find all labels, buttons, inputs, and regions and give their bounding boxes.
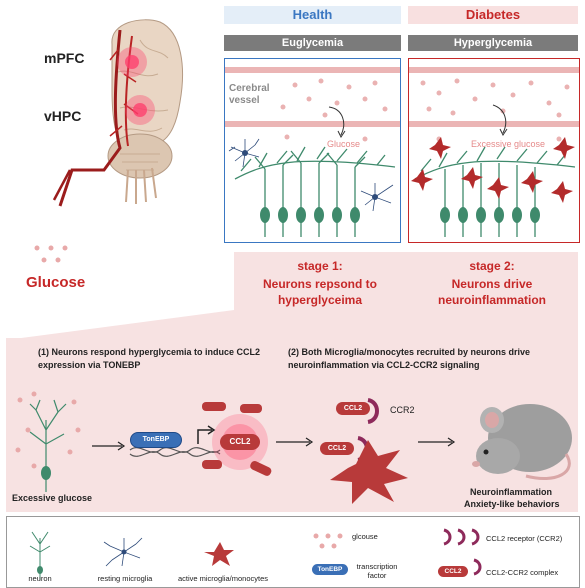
health-glucose-label: Glucose bbox=[327, 139, 361, 149]
funnel-shape bbox=[6, 310, 578, 340]
glucose-dots bbox=[34, 245, 68, 263]
legend-ccl2-pill: CCL2 bbox=[438, 566, 468, 577]
hyperglycemia-bar: Hyperglycemia bbox=[408, 35, 578, 51]
ccl2-pill-top: CCL2 bbox=[336, 402, 370, 415]
glucose-label: Glucose bbox=[26, 274, 86, 291]
step2-text: (2) Both Microglia/monocytes recruited b… bbox=[288, 347, 531, 370]
legend-neuron: neuron bbox=[28, 574, 52, 583]
mpfc-label: mPFC bbox=[44, 50, 85, 66]
outcome-line1: Neuroinflammation bbox=[470, 487, 553, 497]
legend-transcription-factor: transcription factor bbox=[356, 562, 398, 580]
outcome-line2: Anxiety-like behaviors bbox=[464, 499, 560, 509]
step1-text: (1) Neurons respond hyperglycemia to ind… bbox=[38, 347, 261, 370]
ccl2-pill-bottom: CCL2 bbox=[320, 442, 354, 455]
legend-glucose: glcouse bbox=[352, 532, 378, 541]
mechanism-art bbox=[15, 391, 572, 504]
diabetes-panel: Excessive glucose bbox=[408, 58, 580, 243]
health-header: Health bbox=[224, 6, 401, 24]
legend-tonebp-pill: TonEBP bbox=[312, 564, 348, 575]
legend-art bbox=[29, 528, 482, 580]
cerebral-vessel-label: Cerebral vessel bbox=[229, 83, 270, 106]
tonebp-pill: TonEBP bbox=[130, 432, 182, 448]
vhpc-label: vHPC bbox=[44, 108, 82, 124]
diabetes-header: Diabetes bbox=[408, 6, 578, 24]
legend-ccl2-ccr2-complex: CCL2-CCR2 complex bbox=[486, 568, 559, 577]
excessive-glucose-label: Excessive glucose bbox=[471, 139, 546, 149]
legend-active-microglia: active microglia/monocytes bbox=[177, 574, 269, 583]
health-panel-art bbox=[225, 67, 400, 237]
stage2-text: Neurons drive neuroinflammation bbox=[437, 277, 546, 307]
legend-ccr2-receptor: CCL2 receptor (CCR2) bbox=[486, 534, 563, 543]
euglycemia-bar: Euglycemia bbox=[224, 35, 401, 51]
ccl2-center: CCL2 bbox=[220, 434, 260, 450]
stage2-title: stage 2: bbox=[469, 259, 515, 273]
stage1-title: stage 1: bbox=[297, 259, 343, 273]
health-panel: Cerebral vessel Glucose bbox=[224, 58, 401, 243]
diabetes-panel-art bbox=[409, 67, 579, 237]
legend-resting-microglia: resting microglia bbox=[97, 574, 153, 583]
stage-band bbox=[234, 252, 578, 318]
brain-illustration bbox=[52, 19, 183, 207]
ccr2-label: CCR2 bbox=[390, 405, 415, 415]
excessive-glucose-mech-label: Excessive glucose bbox=[12, 493, 93, 503]
stage1-text: Neurons repsond to hyperglyceima bbox=[262, 277, 377, 307]
